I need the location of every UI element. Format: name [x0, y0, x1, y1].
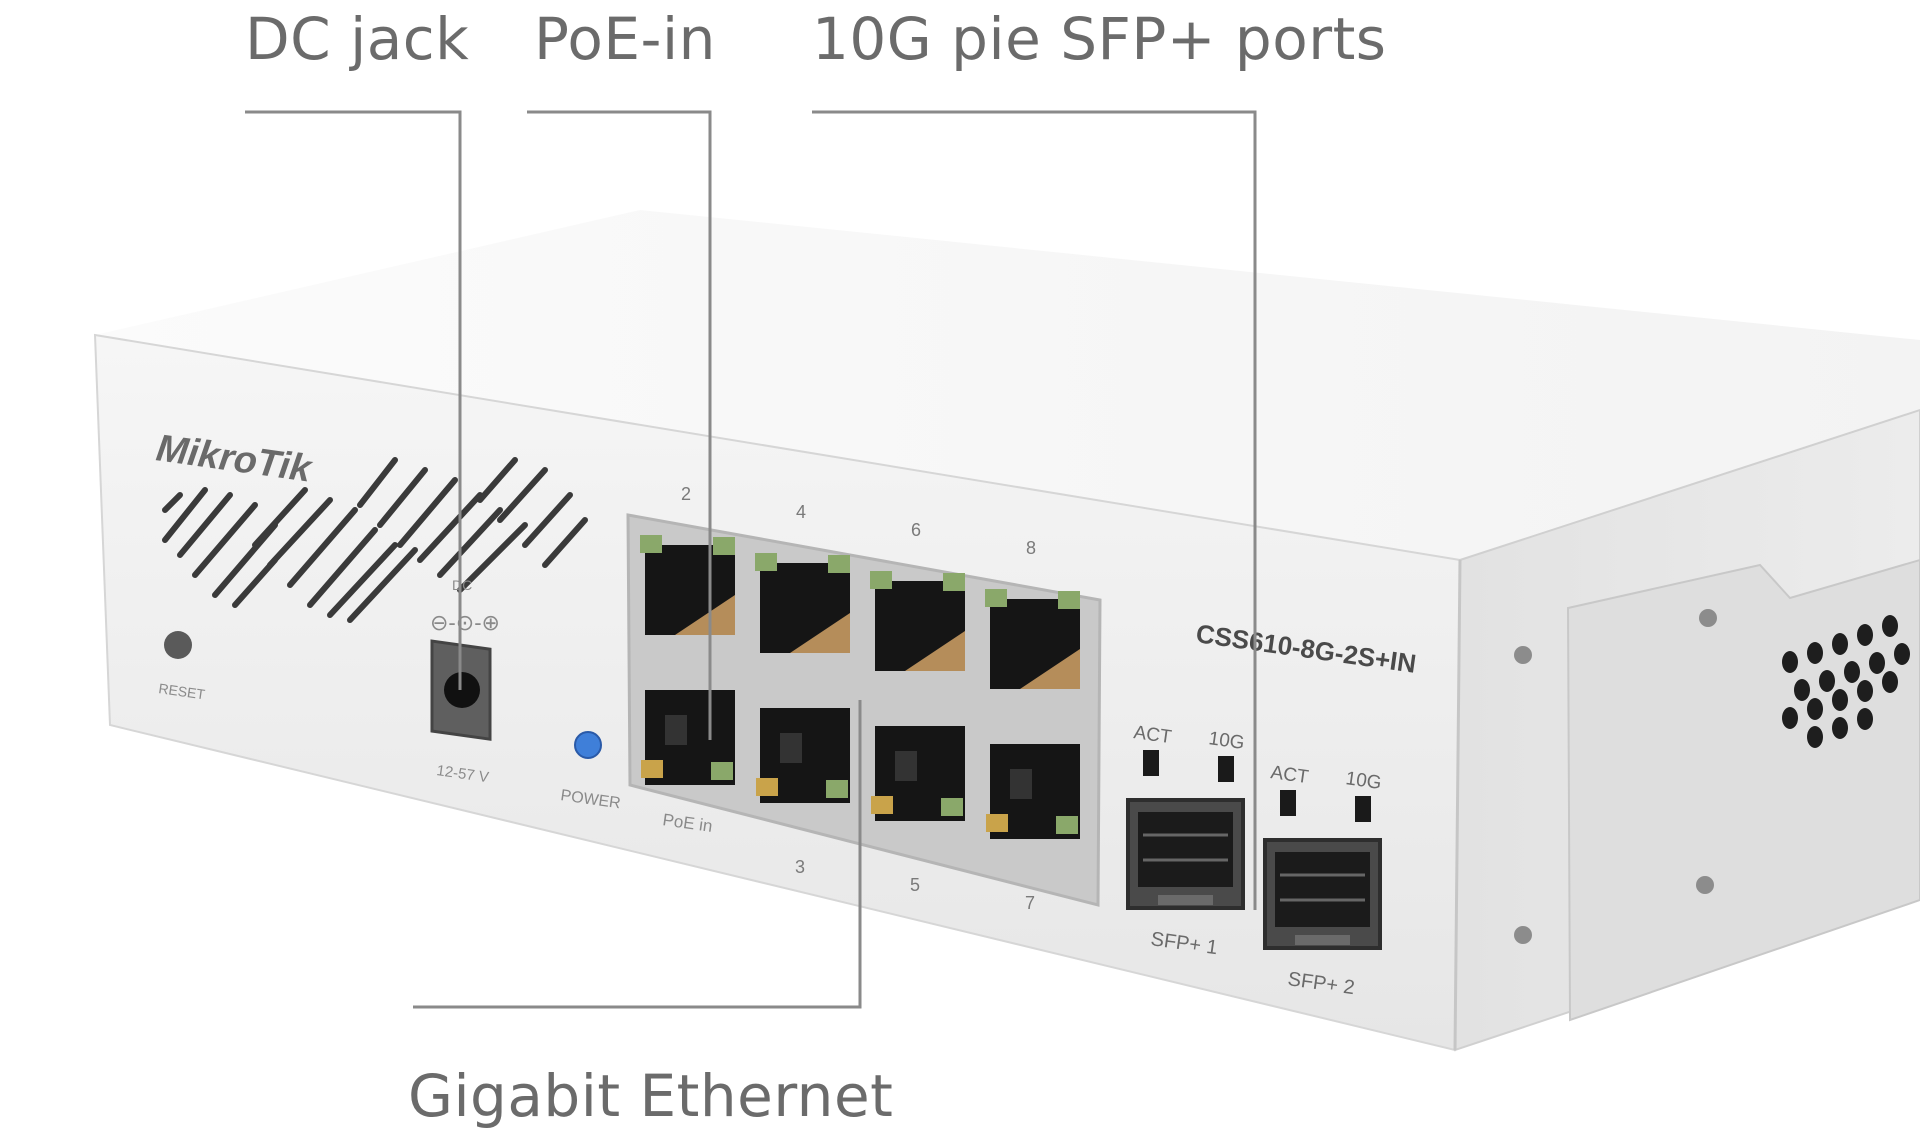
sfp-act-led	[1280, 790, 1296, 816]
leader-lines	[245, 110, 1257, 1009]
port-led	[986, 814, 1008, 832]
rj45-port: 6	[870, 520, 965, 671]
rj45-port: 2	[640, 484, 735, 635]
reset-label: RESET	[158, 680, 207, 702]
rj45-port: 8	[985, 538, 1080, 689]
port-led	[713, 537, 735, 555]
leader-dc-jack	[245, 110, 462, 690]
ethernet-port-block	[626, 513, 1102, 907]
port-led	[985, 589, 1007, 607]
callout-dc-jack: DC jack	[245, 5, 470, 73]
screw-hole	[1696, 876, 1714, 894]
port-number: 4	[796, 502, 806, 522]
port-number: 8	[1026, 538, 1036, 558]
port-number: 5	[910, 875, 920, 895]
leader-poe-in	[527, 110, 712, 740]
screw-hole	[1514, 646, 1532, 664]
callout-gigabit-ethernet: Gigabit Ethernet	[408, 1062, 894, 1130]
port-number: 2	[681, 484, 691, 504]
port-led	[871, 796, 893, 814]
leader-gigabit	[413, 700, 862, 1009]
port-led	[711, 762, 733, 780]
port-led	[1058, 591, 1080, 609]
port-number: 6	[911, 520, 921, 540]
port-number: 7	[1025, 893, 1035, 913]
dc-polarity-symbol: ⊖-⊙-⊕	[430, 610, 500, 635]
port-led	[755, 553, 777, 571]
rj45-port: 3	[756, 708, 850, 877]
sfp-10g-led	[1218, 756, 1234, 782]
port-led	[870, 571, 892, 589]
port-led	[826, 780, 848, 798]
leader-sfp-ports	[812, 110, 1257, 910]
port-led	[1056, 816, 1078, 834]
port-led	[641, 760, 663, 778]
rj45-port	[641, 690, 735, 785]
screw-hole	[1699, 609, 1717, 627]
chassis-top	[95, 210, 1920, 560]
sfp-10g-led	[1355, 796, 1371, 822]
sfp-act-led	[1143, 750, 1159, 776]
rj45-port: 5	[871, 726, 965, 895]
port-led	[640, 535, 662, 553]
rj45-port: 4	[755, 502, 850, 653]
callout-sfp-ports: 10G pie SFP+ ports	[812, 5, 1387, 73]
power-led	[574, 731, 602, 759]
port-number: 3	[795, 857, 805, 877]
port-led	[941, 798, 963, 816]
callout-poe-in: PoE-in	[534, 5, 716, 73]
rj45-port: 7	[986, 744, 1080, 913]
port-led	[943, 573, 965, 591]
side-vent	[1782, 615, 1910, 748]
sfp-speed-label: 10G	[1344, 768, 1382, 794]
sfp-speed-label: 10G	[1207, 728, 1245, 754]
screw-hole	[1514, 926, 1532, 944]
port-led	[756, 778, 778, 796]
dc-label: DC	[452, 577, 472, 593]
port-led	[828, 555, 850, 573]
front-vent	[162, 457, 588, 623]
reset-button	[164, 631, 192, 659]
